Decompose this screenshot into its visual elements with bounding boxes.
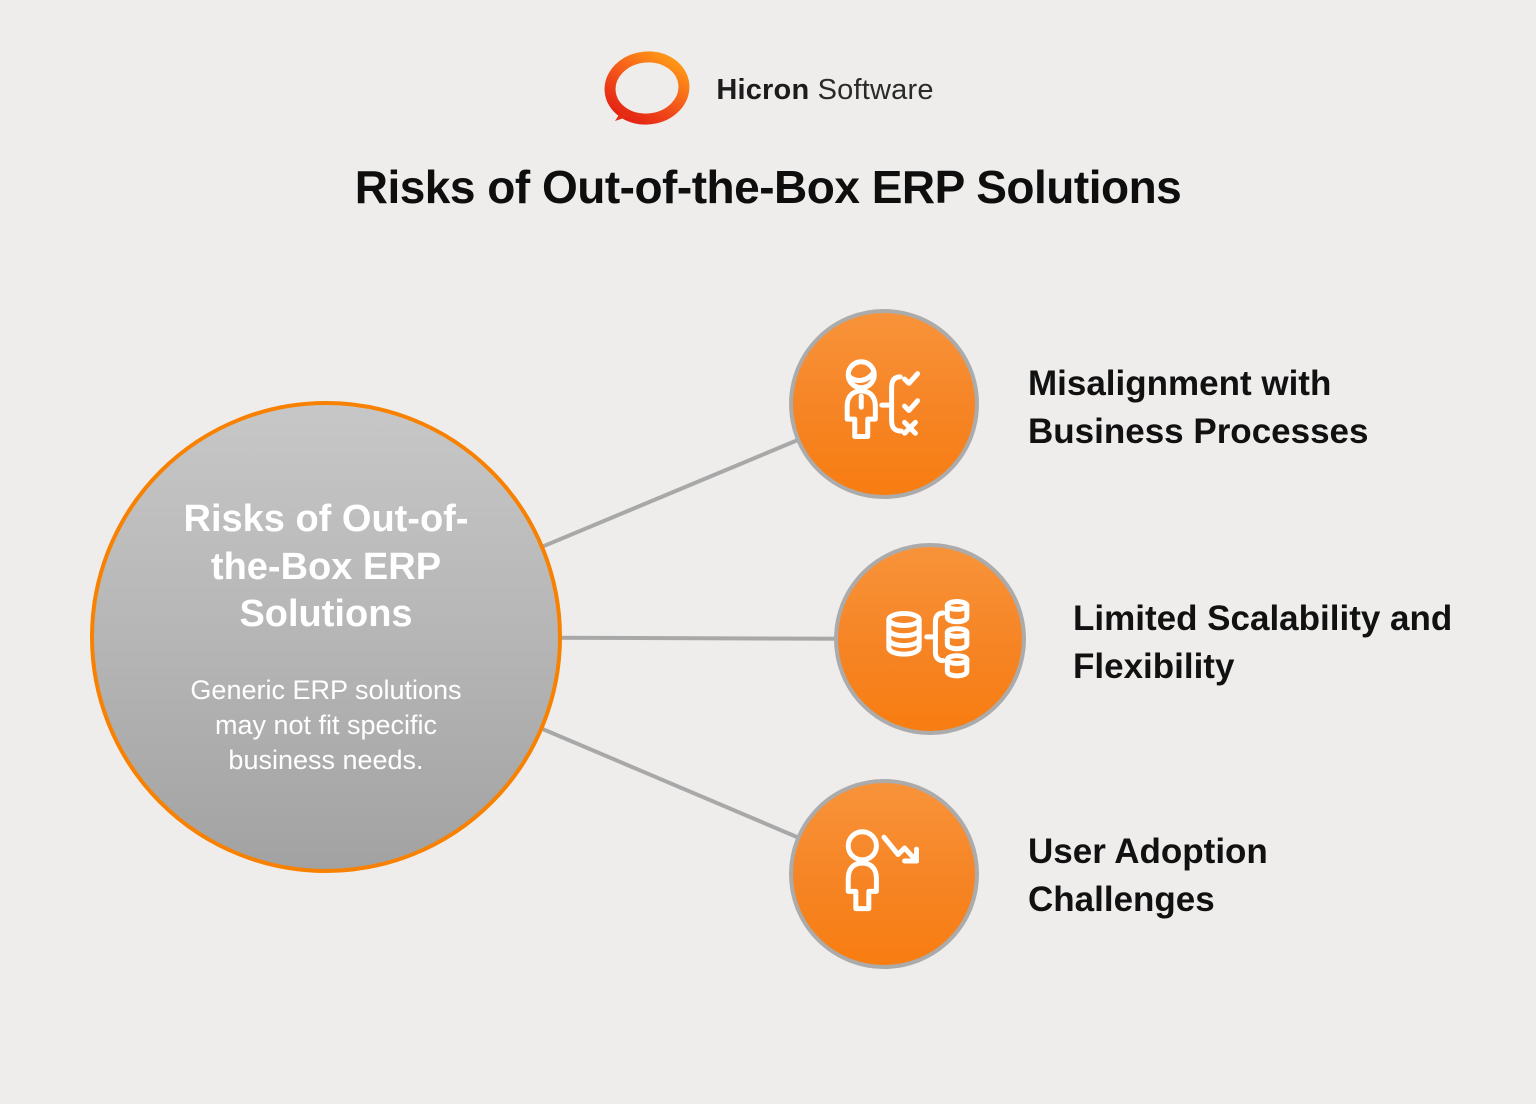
brand-name-light: Software (817, 73, 934, 106)
page-title: Risks of Out-of-the-Box ERP Solutions (354, 161, 1182, 213)
hicron-logo-icon (604, 51, 690, 125)
brand-header: Hicron Software (0, 50, 1536, 130)
branch-label-scalability: Limited Scalability and Flexibility (1073, 599, 1453, 686)
branch-circle-scalability (834, 543, 1026, 735)
database-scaling-icon (886, 599, 970, 679)
center-node: Risks of Out-of-the-Box ERP Solutions Ge… (90, 401, 562, 873)
brand-name-bold: Hicron (716, 73, 810, 106)
person-decline-arrow-icon (845, 829, 919, 912)
center-node-description: Generic ERP solutions may not fit specif… (190, 674, 462, 775)
branch-circle-user-adoption (789, 779, 979, 969)
brand-name: Hicron Software (716, 74, 933, 107)
branch-circle-misalignment (789, 309, 979, 499)
person-checklist-icon (844, 359, 921, 439)
center-node-heading: Risks of Out-of-the-Box ERP Solutions (183, 498, 469, 636)
branch-label-misalignment: Misalignment with Business Processes (1028, 364, 1369, 451)
branch-label-user-adoption: User Adoption Challenges (1028, 832, 1268, 919)
